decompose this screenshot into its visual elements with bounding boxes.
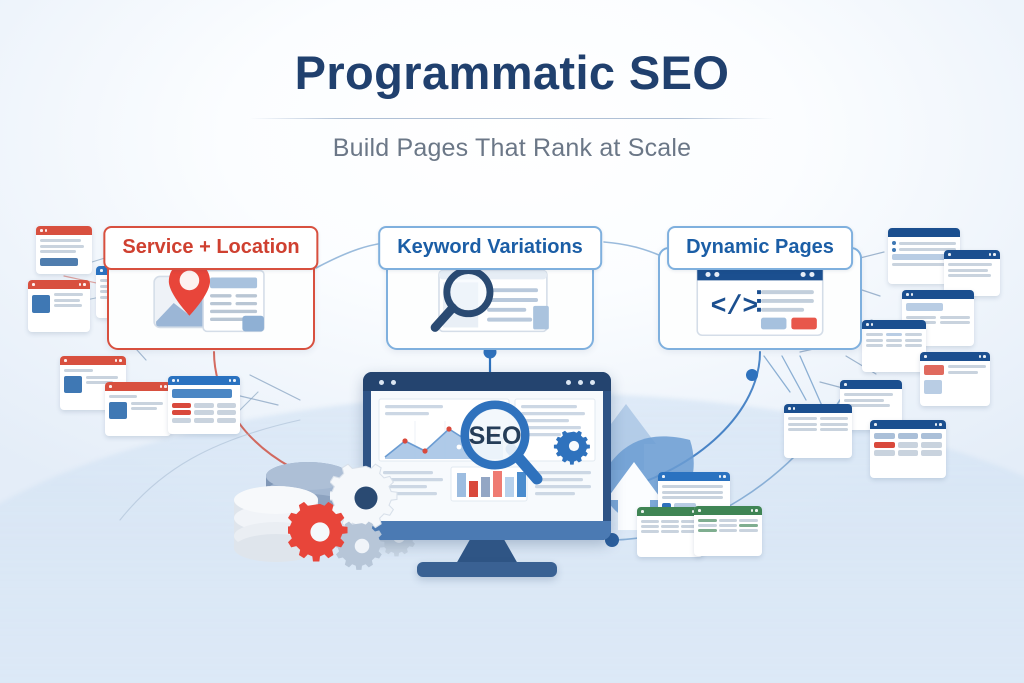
seo-dashboard: SEO: [371, 391, 603, 521]
window-titlebar: [658, 472, 730, 481]
list-item[interactable]: [784, 404, 852, 458]
svg-text:</>: </>: [711, 292, 759, 322]
window-titlebar: [28, 280, 90, 289]
monitor-stand-base: [417, 562, 557, 577]
list-item[interactable]: [168, 376, 240, 434]
list-item[interactable]: [944, 250, 1000, 296]
window-content: [36, 235, 92, 270]
card-service-location[interactable]: Service + Location: [103, 226, 319, 350]
window-titlebar: [840, 380, 902, 389]
window-titlebar: [168, 376, 240, 385]
node-dot-right: [746, 369, 758, 381]
page-subtitle: Build Pages That Rank at Scale: [332, 134, 692, 162]
card-keyword-variations[interactable]: Keyword Variations: [378, 226, 602, 350]
list-item[interactable]: [105, 382, 171, 436]
list-item[interactable]: [637, 507, 703, 557]
window-titlebar: [694, 506, 762, 515]
map-pin-icon: [153, 260, 265, 333]
seo-label: SEO: [469, 422, 522, 450]
card-service-location-label: Service + Location: [103, 226, 319, 270]
window-content: [105, 391, 171, 423]
window-content: [784, 413, 852, 435]
list-item[interactable]: [920, 352, 990, 406]
window-titlebar: [870, 420, 946, 429]
gear-icon-gray-small: [336, 521, 385, 570]
window-content: [888, 237, 960, 270]
magnifier-icon: SEO: [460, 400, 543, 485]
window-titlebar: [888, 228, 960, 237]
window-content: [60, 365, 126, 397]
window-content: [870, 429, 946, 460]
window-content: [862, 329, 926, 351]
card-dynamic-pages[interactable]: Dynamic Pages </>: [658, 226, 862, 350]
window-titlebar: [902, 290, 974, 299]
list-item[interactable]: [28, 280, 90, 332]
page-title: Programmatic SEO: [294, 46, 730, 99]
window-content: [637, 516, 703, 537]
bar-chart-icon: [457, 471, 526, 497]
title-divider: [249, 118, 775, 119]
window-titlebar: [784, 404, 852, 413]
window-titlebar: [944, 250, 1000, 259]
window-content: [28, 289, 90, 317]
gear-icon-gray-large: [330, 463, 398, 532]
monitor-titlebar: [363, 372, 611, 391]
window-titlebar: [105, 382, 171, 391]
list-item[interactable]: [870, 420, 946, 478]
monitor: SEO: [363, 372, 611, 577]
list-item[interactable]: [36, 226, 92, 274]
window-titlebar: [862, 320, 926, 329]
monitor-chin: [363, 521, 611, 540]
list-item[interactable]: [694, 506, 762, 556]
window-content: [658, 481, 730, 514]
gear-icon-red: [288, 501, 348, 562]
window-titlebar: [920, 352, 990, 361]
card-keyword-variations-label: Keyword Variations: [378, 226, 602, 270]
window-content: [840, 389, 902, 411]
window-titlebar: [60, 356, 126, 365]
magnifier-icon: [430, 267, 549, 333]
window-content: [944, 259, 1000, 281]
card-dynamic-pages-label: Dynamic Pages: [667, 226, 853, 270]
window-content: [694, 515, 762, 536]
window-content: [920, 361, 990, 398]
gear-icon: [553, 430, 590, 465]
window-content: [168, 385, 240, 427]
monitor-screen[interactable]: SEO: [371, 391, 603, 521]
list-item[interactable]: [862, 320, 926, 372]
window-titlebar: [36, 226, 92, 235]
